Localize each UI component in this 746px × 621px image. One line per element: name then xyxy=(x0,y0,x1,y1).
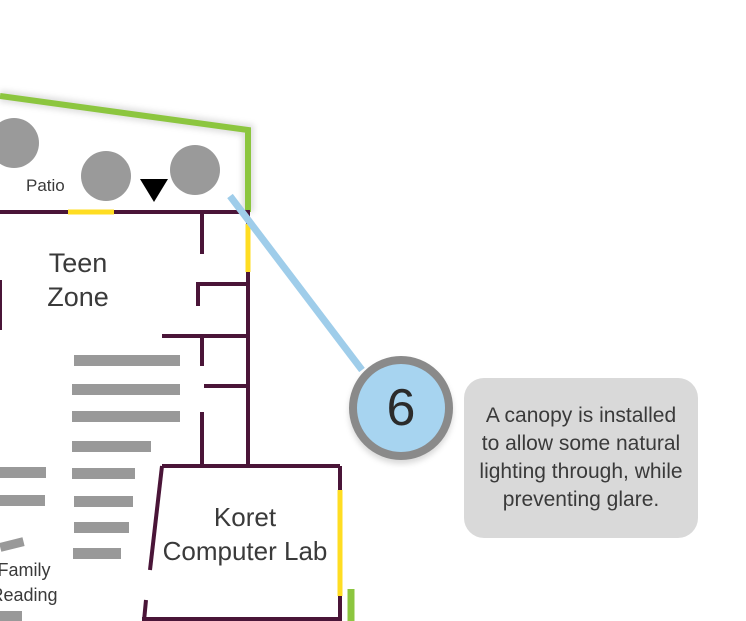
callout-marker xyxy=(227,193,453,464)
shelf xyxy=(0,611,22,621)
patio-label: Patio xyxy=(26,176,65,195)
teen-zone-label-line2: Zone xyxy=(47,282,109,312)
callout-pointer xyxy=(227,193,365,373)
shelf xyxy=(72,384,180,395)
windows xyxy=(68,209,343,596)
callout-badge xyxy=(349,356,453,460)
book-shelves xyxy=(0,355,180,621)
round-table-icon xyxy=(81,151,131,201)
entrance-arrow-icon xyxy=(140,179,168,202)
family-reading-label-line2: Reading xyxy=(0,585,58,605)
teen-zone-label-line1: Teen xyxy=(48,248,108,278)
callout-description-box: A canopy is installed to allow some natu… xyxy=(464,378,698,538)
shelf xyxy=(74,355,180,366)
teen-zone-label: Teen Zone xyxy=(36,246,120,314)
shelf xyxy=(73,548,121,559)
callout-number: 6 xyxy=(386,379,416,437)
callout-description: A canopy is installed to allow some natu… xyxy=(479,404,683,511)
shelf xyxy=(74,496,133,507)
computer-lab-label: Koret Computer Lab xyxy=(156,500,334,568)
family-reading-label-line1: Family xyxy=(0,560,51,580)
family-reading-label: Family Reading xyxy=(0,558,62,608)
shelf xyxy=(72,411,180,422)
computer-lab-label-line1: Koret xyxy=(213,502,277,532)
shelf xyxy=(0,467,46,478)
exterior-wall xyxy=(0,90,355,621)
round-table-icon xyxy=(170,145,220,195)
shelf xyxy=(72,468,135,479)
patio-seating xyxy=(0,118,220,201)
shelf xyxy=(0,537,25,552)
shelf xyxy=(72,441,151,452)
shelf xyxy=(74,522,129,533)
shelf xyxy=(0,495,45,506)
round-table-icon xyxy=(0,118,39,168)
computer-lab-label-line2: Computer Lab xyxy=(162,536,328,566)
